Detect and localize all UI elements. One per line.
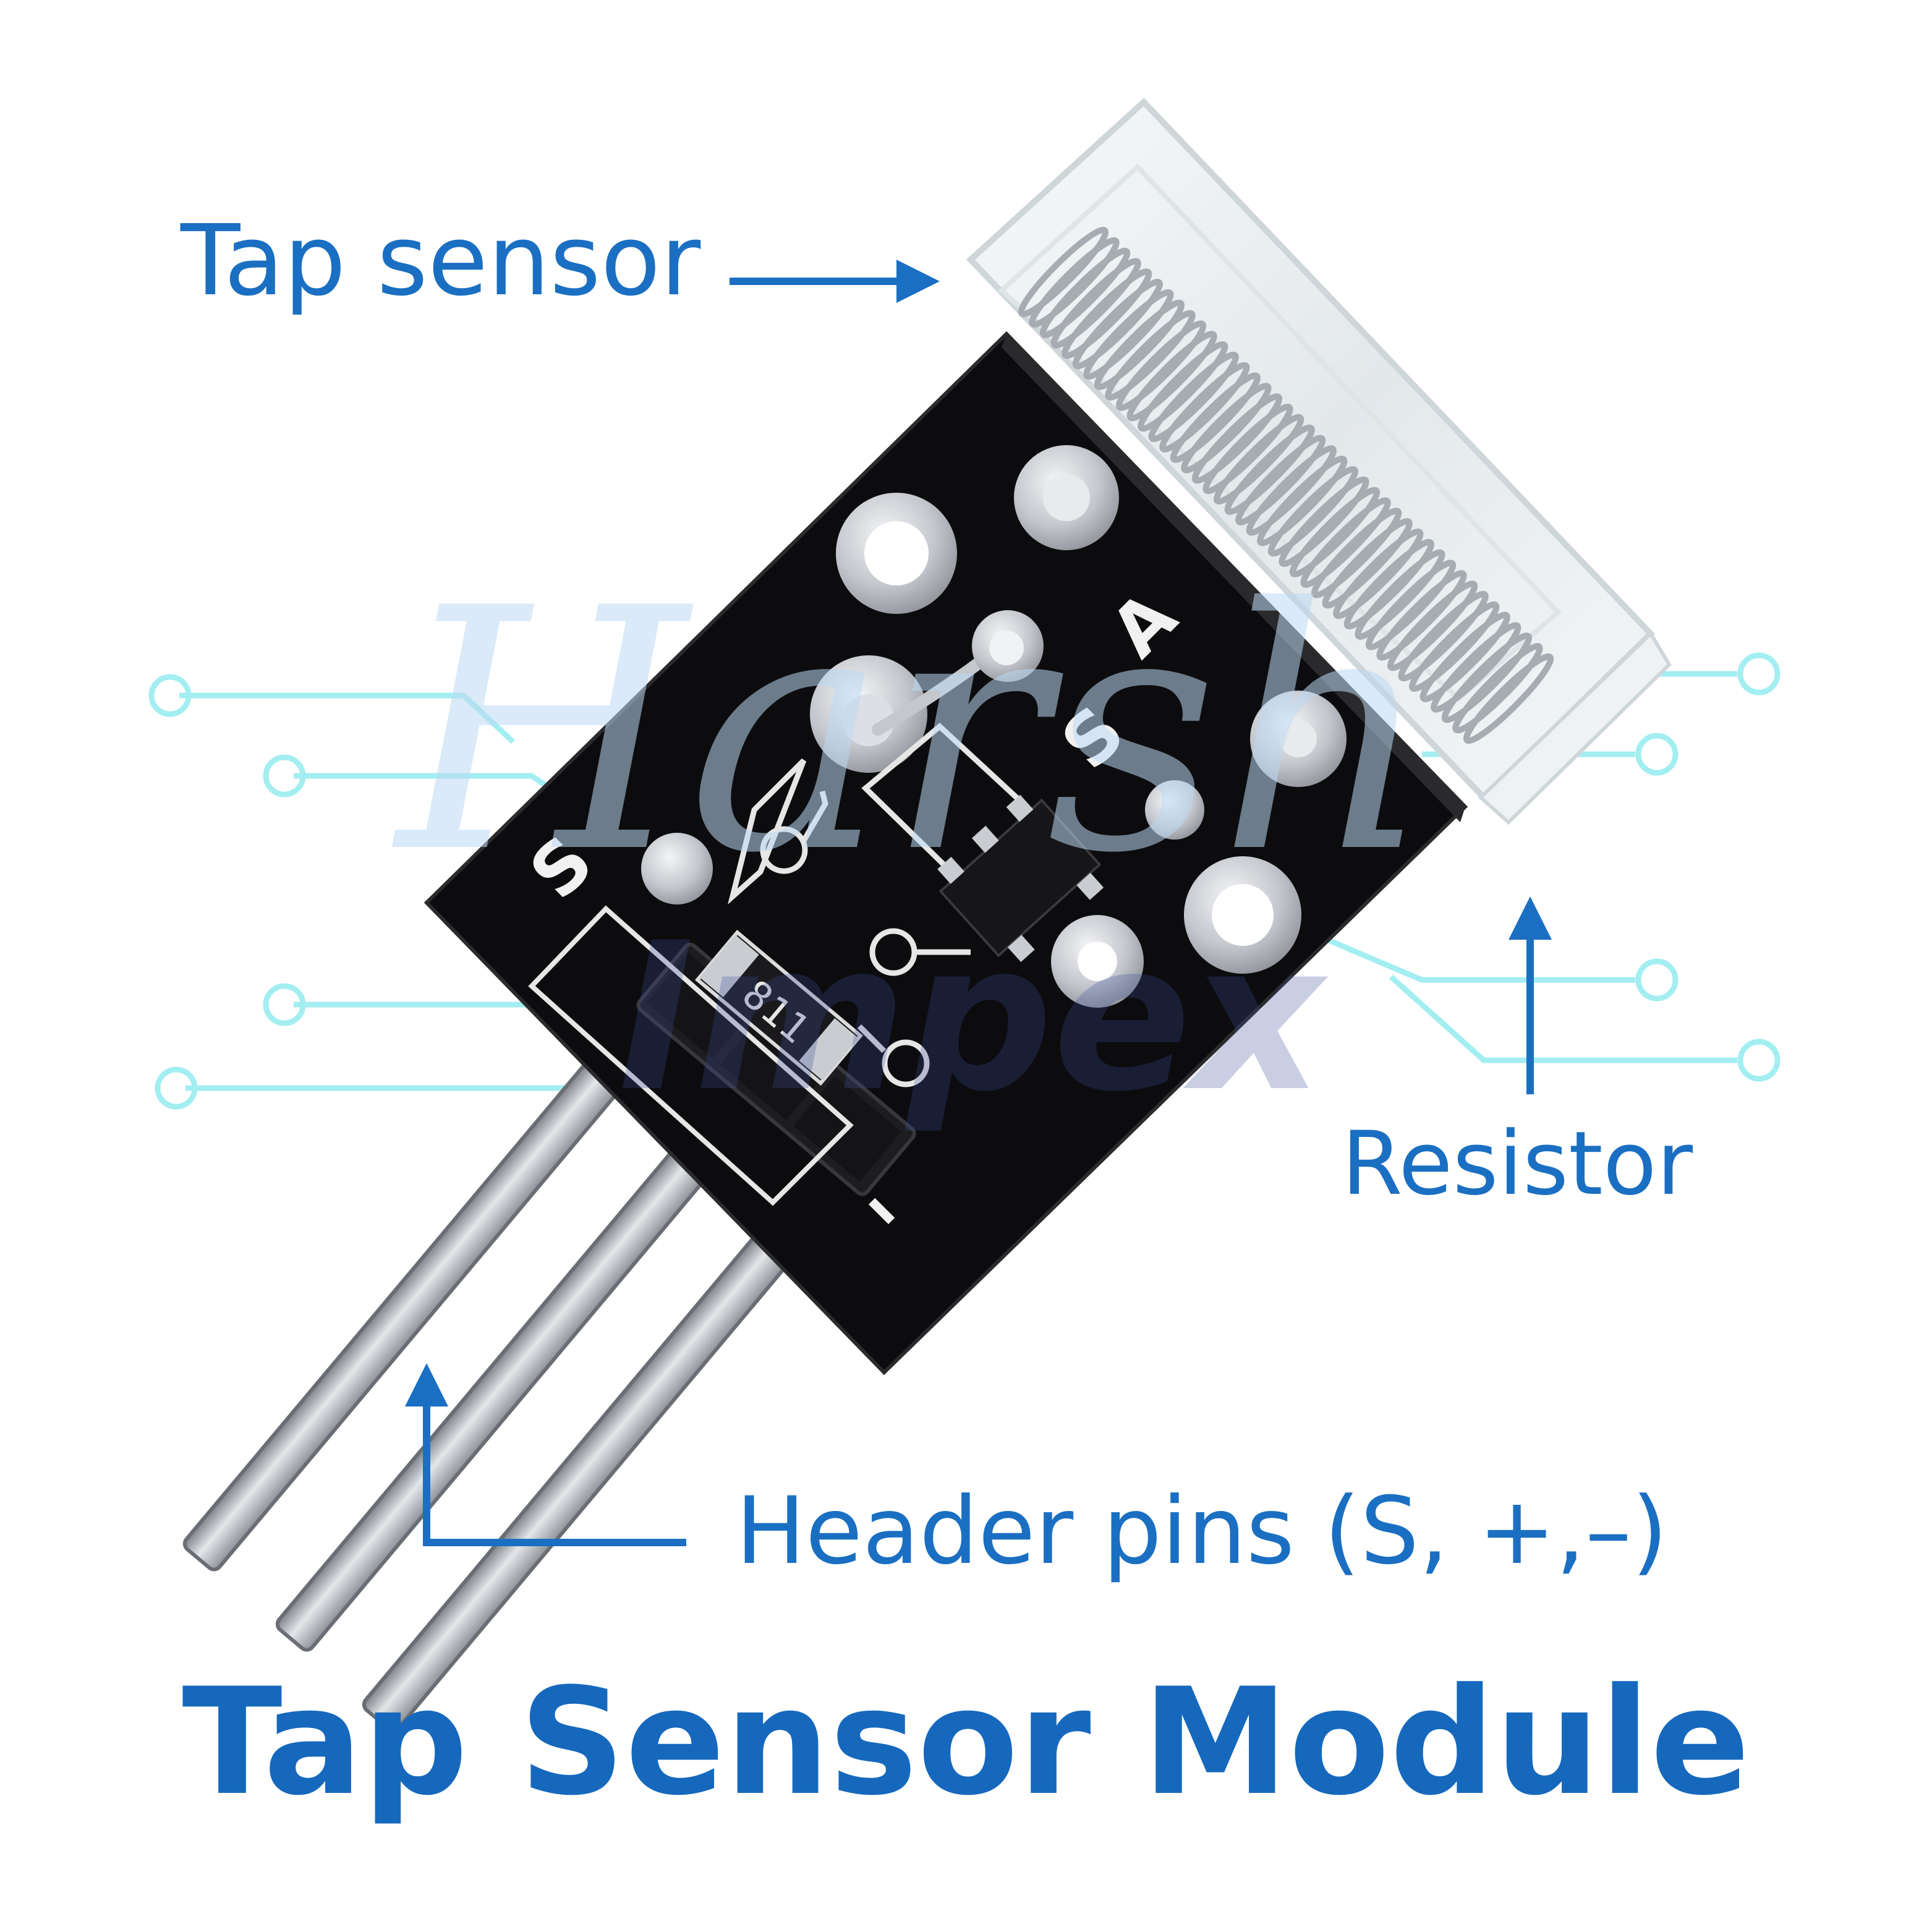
smd-transistor [937, 794, 1104, 963]
svg-text:Impex: Impex [618, 899, 1328, 1136]
spring-turn [1355, 549, 1445, 640]
pad-center [1145, 780, 1204, 840]
spring-turn [1376, 570, 1467, 661]
spring-turn [1072, 278, 1163, 370]
header-pins-label: Header pins (S, +,–) [736, 1478, 1668, 1585]
spring-turn [1094, 299, 1185, 390]
spring-turn [1343, 538, 1434, 630]
spring-turn [1115, 320, 1207, 411]
spring-turn [1224, 424, 1315, 515]
pcb-board [423, 331, 1468, 1376]
spring-turn [1289, 487, 1381, 577]
spring-turn [1398, 590, 1489, 682]
spring-turn [1018, 226, 1109, 318]
spring-turn [1159, 362, 1250, 453]
smd-resistor [695, 929, 863, 1086]
svg-text:Harsh: Harsh [392, 538, 1433, 926]
spring-turn [1235, 435, 1326, 526]
spring-turn [1409, 601, 1500, 692]
spring-turn [1322, 518, 1413, 609]
watermark: Harsh Impex [392, 538, 1433, 1136]
annotation-arrows [405, 260, 1552, 1546]
resistor-label: Resistor [1342, 1113, 1693, 1215]
spring-turn [1333, 528, 1424, 619]
spring-turn [1105, 310, 1196, 401]
spring-turn [1387, 581, 1478, 671]
tap-sensor-label: Tap sensor [181, 204, 701, 318]
spring-turn [1257, 456, 1348, 547]
sensor-lead-wire [872, 649, 995, 736]
spring-turn [1463, 653, 1554, 744]
spring-turn [1365, 560, 1457, 650]
spring-turn [1062, 268, 1152, 359]
spring-turn [1181, 383, 1272, 474]
spring-turn [1126, 331, 1217, 422]
spring-turn [1029, 237, 1120, 328]
page-title: Tap Sensor Module [182, 1657, 1750, 1828]
spring-turn [1300, 497, 1391, 588]
pad-s-pin [641, 833, 713, 904]
spring-turn [1267, 466, 1359, 557]
spring-turn [1148, 351, 1239, 443]
spring-turn [1191, 393, 1283, 484]
spring-turn [1431, 622, 1521, 713]
spring-turn [1311, 508, 1402, 598]
spring-turn [1419, 611, 1510, 702]
spring-turn [1138, 341, 1228, 432]
spring-turn [1213, 414, 1304, 505]
spring-coil [1018, 226, 1554, 744]
spring-turn [1170, 372, 1261, 463]
spring-turn [1083, 289, 1174, 380]
spring-turn [1279, 476, 1369, 568]
board-pads [641, 445, 1347, 1008]
spring-turn [1441, 632, 1533, 723]
circuit-decoration [148, 652, 1781, 1110]
header-pins-arrow [423, 1403, 686, 1546]
spring-turn [1246, 445, 1337, 536]
header-silkscreen-outline [528, 905, 854, 1206]
spring-turn [1202, 403, 1293, 495]
spring-turn [1050, 258, 1141, 349]
spring-turn [1452, 643, 1543, 734]
spring-turn [1039, 247, 1131, 338]
